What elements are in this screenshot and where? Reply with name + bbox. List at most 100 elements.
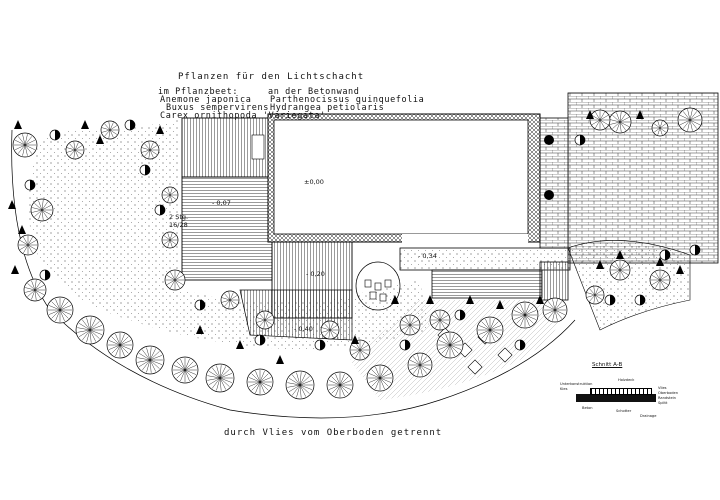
shrub-icon	[139, 164, 151, 176]
conifer-icon	[391, 295, 399, 304]
tree-canopy-icon	[17, 234, 39, 256]
shrub-icon	[314, 339, 326, 351]
trees	[8, 107, 703, 400]
section-label: Oberboden	[658, 391, 679, 395]
tree-canopy-icon	[436, 331, 464, 359]
shrub-icon	[49, 129, 61, 141]
elevation-terrace: - 0,20	[306, 270, 325, 278]
tree-canopy-icon	[609, 259, 631, 281]
section-label: Splitt	[658, 401, 668, 405]
conifer-icon	[18, 225, 26, 234]
tree-canopy-icon	[135, 345, 165, 375]
conifer-icon	[496, 300, 504, 309]
post	[544, 135, 554, 145]
tree-canopy-icon	[46, 296, 74, 324]
tree-canopy-icon	[161, 186, 179, 204]
shrub-icon	[254, 334, 266, 346]
house-interior	[273, 119, 529, 235]
legend-bed-plant: Carex ornithopoda 'Variegata'	[160, 111, 326, 121]
tree-canopy-icon	[407, 352, 433, 378]
conifer-icon	[536, 295, 544, 304]
conifer-icon	[676, 265, 684, 274]
shrub-icon	[454, 309, 466, 321]
tree-canopy-icon	[30, 198, 54, 222]
bed-outline	[11, 129, 576, 419]
tree-canopy-icon	[349, 339, 371, 361]
section-ground	[576, 394, 656, 402]
shrub-icon	[194, 299, 206, 311]
path-end	[539, 261, 569, 301]
post	[544, 190, 554, 200]
tree-canopy-icon	[171, 356, 199, 384]
legend-bed-title: im Pflanzbeet:	[158, 87, 239, 97]
conifer-icon	[11, 265, 19, 274]
tree-canopy-icon	[106, 331, 134, 359]
paver-area	[355, 261, 401, 311]
steps-note: 16/28	[169, 221, 188, 229]
section-label: Schotter	[616, 409, 632, 413]
conifer-icon	[196, 325, 204, 334]
section-label: Randstein	[658, 396, 676, 400]
tree-canopy-icon	[608, 110, 632, 134]
section-drawing: Holzdeck Unterkonstruktion Kies Vlies Ob…	[560, 378, 700, 420]
tree-canopy-icon	[585, 285, 605, 305]
curved-paving	[567, 240, 691, 331]
tree-canopy-icon	[429, 309, 451, 331]
conifer-icon	[8, 200, 16, 209]
tree-canopy-icon	[161, 231, 179, 249]
light-well	[251, 134, 265, 160]
conifer-icon	[616, 250, 624, 259]
tree-canopy-icon	[12, 132, 38, 158]
tree-canopy-icon	[140, 140, 160, 160]
shrub-icon	[124, 119, 136, 131]
tree-canopy-icon	[326, 371, 354, 399]
house-notch	[402, 234, 528, 244]
tree-canopy-icon	[285, 370, 315, 400]
conifer-icon	[96, 135, 104, 144]
conifer-icon	[276, 355, 284, 364]
conifer-icon	[586, 110, 594, 119]
tree-canopy-icon	[164, 269, 186, 291]
shrub-icon	[24, 179, 36, 191]
lawn-area	[28, 120, 430, 350]
section-label: Vlies	[658, 386, 667, 390]
shrub-icon	[659, 249, 671, 261]
shrub-icon	[154, 204, 166, 216]
shrub-icon	[634, 294, 646, 306]
legend-wall-title: an der Betonwand	[268, 87, 360, 97]
tree-canopy-icon	[255, 310, 275, 330]
tree-canopy-icon	[476, 316, 504, 344]
shrub-icon	[39, 269, 51, 281]
conifer-icon	[351, 335, 359, 344]
section-label: Kies	[560, 387, 568, 391]
shrub-icon	[574, 134, 586, 146]
tree-canopy-icon	[205, 363, 235, 393]
section-label: Holzdeck	[618, 378, 635, 382]
tree-canopy-icon	[320, 320, 340, 340]
tree-canopy-icon	[23, 278, 47, 302]
shrub-icon	[689, 244, 701, 256]
elevation-lower: - 0,40	[294, 325, 313, 333]
tree-canopy-icon	[542, 297, 568, 323]
section-label: Unterkonstruktion	[560, 382, 593, 386]
conifer-icon	[81, 120, 89, 129]
tree-canopy-icon	[399, 314, 421, 336]
tree-canopy-icon	[366, 364, 394, 392]
wood-deck	[181, 176, 273, 281]
tree-canopy-icon	[677, 107, 703, 133]
conifer-icon	[636, 110, 644, 119]
conifer-icon	[466, 295, 474, 304]
section-label: Beton	[582, 406, 593, 410]
brick-strip	[539, 117, 569, 249]
shrub-icon	[399, 339, 411, 351]
section-title: Schnitt A-B	[592, 362, 623, 368]
footer-note: durch Vlies vom Oberboden getrennt	[224, 428, 443, 438]
conifer-icon	[656, 257, 664, 266]
legend-title: Pflanzen für den Lichtschacht	[178, 72, 365, 82]
elevation-house: ±0,00	[304, 178, 324, 186]
legend-wall-plant: Hydrangea petiolaris	[270, 103, 385, 113]
conifer-icon	[426, 295, 434, 304]
legend-bed-plant: Anemone japonica	[160, 95, 252, 105]
conifer-icon	[596, 260, 604, 269]
section-deck	[590, 388, 652, 395]
